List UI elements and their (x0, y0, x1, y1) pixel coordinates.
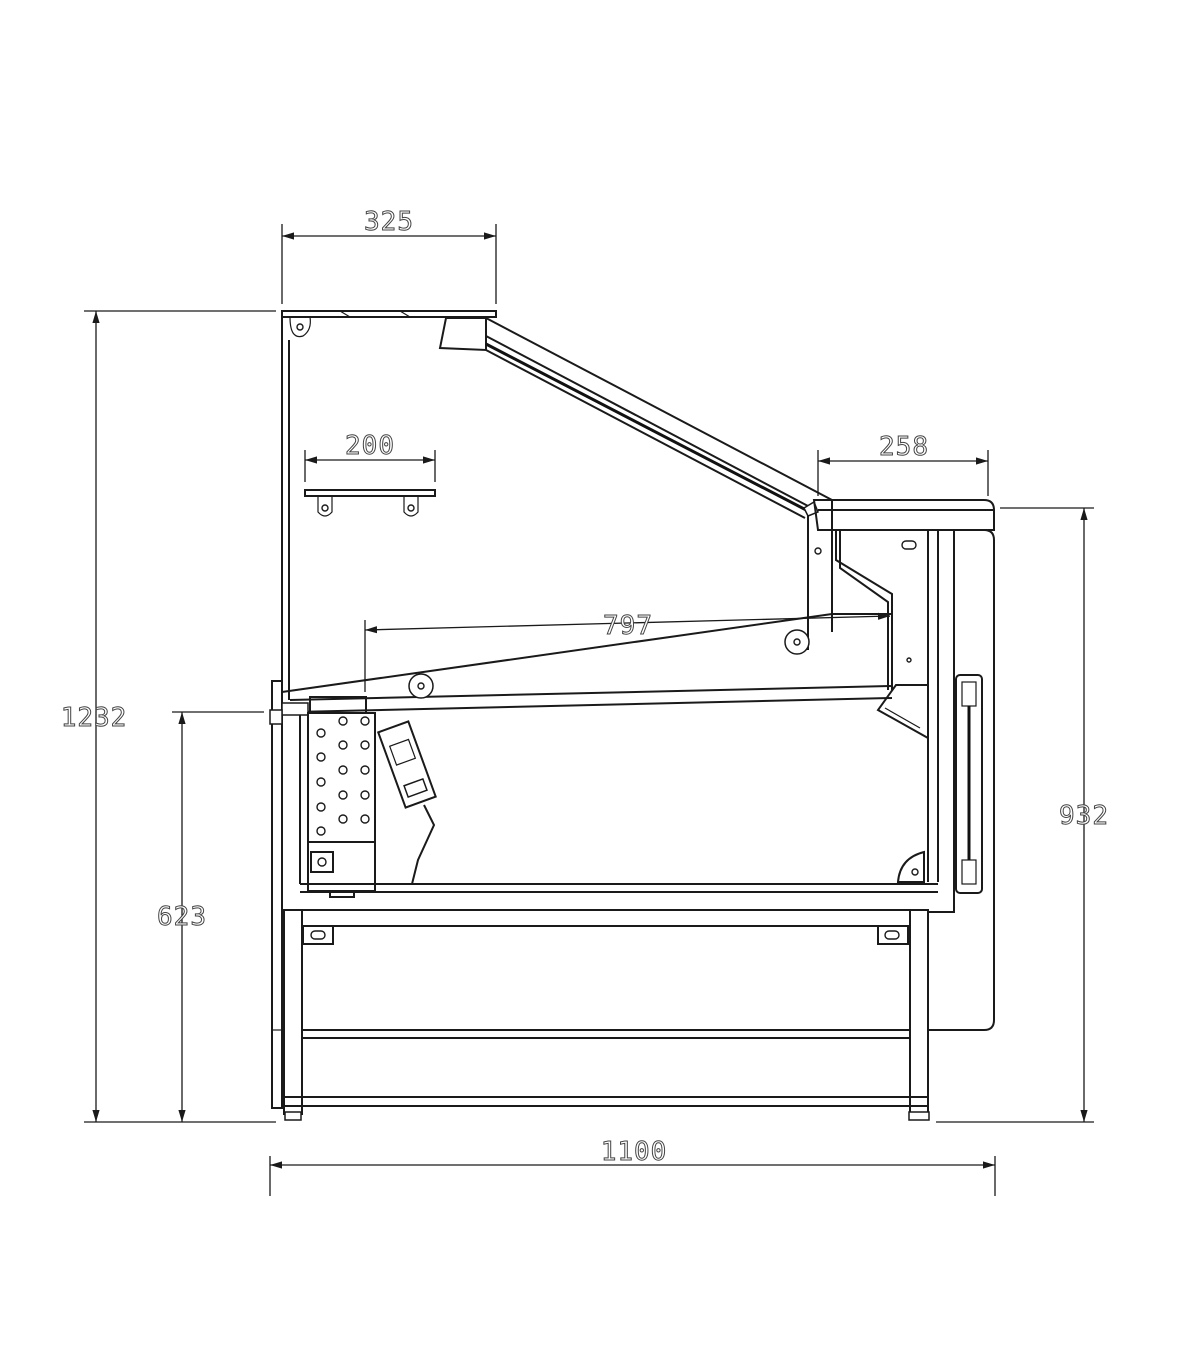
dimension-counter-height: 623 (157, 711, 264, 1122)
dim-label-623: 623 (157, 902, 207, 932)
display-tray (269, 613, 938, 893)
dimension-rear-worktop: 258 (817, 432, 989, 496)
dimension-display-depth: 797 (364, 611, 891, 692)
dim-label-1100: 1100 (601, 1137, 668, 1167)
dim-label-200: 200 (345, 431, 395, 461)
dimension-top-shelf: 325 (281, 207, 497, 304)
evaporator-unit (307, 712, 437, 898)
dim-label-797: 797 (603, 611, 653, 641)
dim-label-325: 325 (364, 207, 414, 237)
dimension-total-height: 1232 (60, 310, 276, 1123)
rear-worktop (807, 499, 995, 883)
dimension-inner-shelf: 200 (304, 431, 436, 482)
dim-label-1232: 1232 (61, 703, 128, 733)
evaporator-holes (316, 716, 370, 836)
dimension-rear-height: 932 (936, 507, 1109, 1123)
dim-label-258: 258 (879, 432, 929, 462)
dimension-total-width: 1100 (269, 1137, 996, 1196)
dim-label-932: 932 (1059, 801, 1109, 831)
